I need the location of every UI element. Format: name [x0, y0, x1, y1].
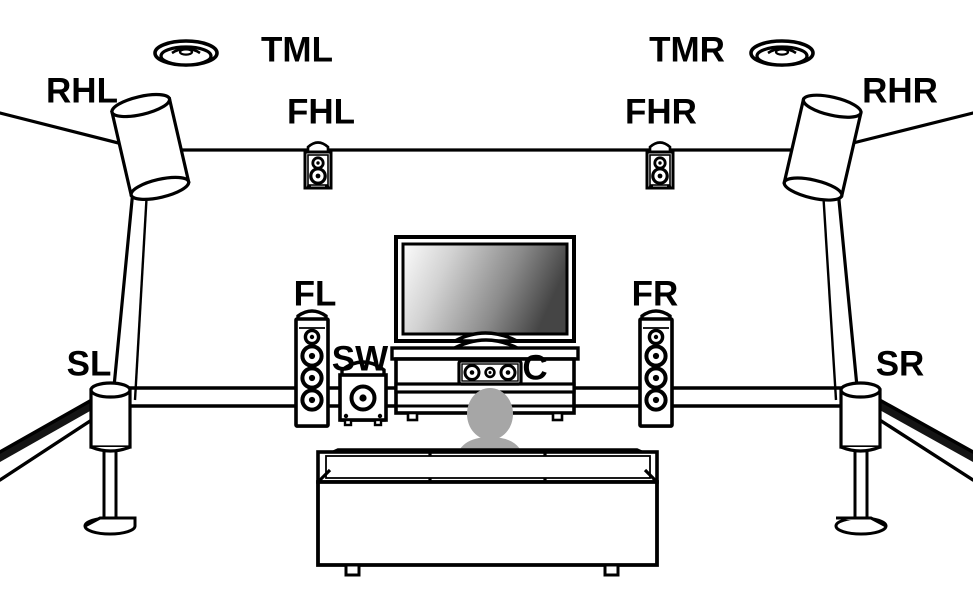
corner-right-vertical [836, 188, 860, 399]
baseboard-right-shade [858, 388, 973, 462]
rhl-mount-wire [133, 189, 149, 401]
sofa-body [316, 480, 659, 567]
sofa-foot-right [603, 563, 620, 577]
label-c: C [522, 348, 547, 387]
speaker-fhr[interactable] [645, 141, 675, 190]
sofa-cushion-inset [325, 455, 651, 479]
speaker-tml[interactable] [153, 39, 219, 67]
corner-left-vertical [111, 188, 135, 399]
speaker-subwoofer[interactable] [338, 360, 388, 427]
speaker-fr[interactable] [638, 309, 674, 428]
label-rhr: RHR [862, 71, 938, 110]
label-rhl: RHL [46, 71, 118, 110]
rhr-mount-wire [821, 189, 838, 401]
speaker-rhr[interactable] [782, 91, 863, 401]
speaker-rhl[interactable] [110, 90, 191, 401]
speaker-fl[interactable] [294, 309, 330, 428]
label-sl: SL [67, 344, 112, 383]
label-sr: SR [876, 344, 925, 383]
speaker-center[interactable] [457, 359, 523, 386]
speaker-fhl[interactable] [303, 141, 333, 190]
tv-pedestal [454, 331, 518, 343]
speaker-sl[interactable] [83, 381, 137, 536]
baseboard-left-shade [0, 388, 113, 462]
label-fr: FR [632, 274, 679, 313]
speaker-sr[interactable] [834, 381, 888, 536]
cabinet-foot-left [406, 411, 419, 422]
label-tml: TML [261, 30, 333, 69]
speaker-tmr[interactable] [749, 39, 815, 67]
cabinet-foot-right [551, 411, 564, 422]
label-fhl: FHL [287, 92, 355, 131]
label-tmr: TMR [649, 30, 725, 69]
label-fhr: FHR [625, 92, 697, 131]
three-seat-sofa [316, 448, 659, 577]
label-sw: SW [332, 339, 388, 378]
room-shell [0, 111, 973, 399]
television [394, 235, 576, 352]
sofa-foot-left [344, 563, 361, 577]
label-fl: FL [294, 274, 337, 313]
